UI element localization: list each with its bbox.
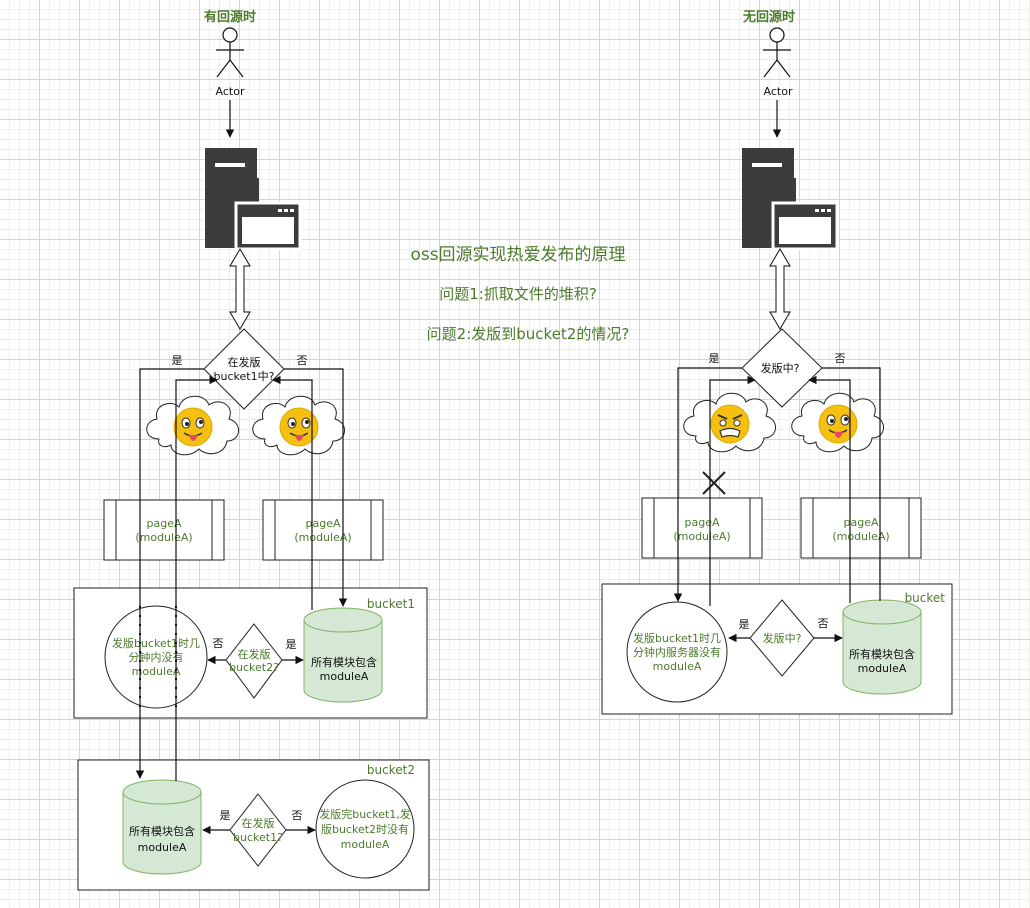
right-bucket-yes-label: 是	[739, 618, 750, 631]
left-page-box-2-line2: (moduleA)	[294, 531, 351, 544]
left-bucket2-decision-line1: 在发版	[242, 816, 275, 830]
right-top-decision-label: 发版中?	[761, 361, 800, 375]
left-bucket2-cylinder: 所有模块包含 moduleA	[122, 779, 202, 875]
left-bucket2-decision	[229, 793, 287, 867]
left-no-label: 否	[297, 354, 308, 367]
right-page-box-2-line2: (moduleA)	[832, 530, 889, 543]
left-actor-label: Actor	[216, 85, 245, 98]
left-bucket1-circle-line2: 分钟内没有	[129, 650, 184, 664]
actor-icon	[762, 27, 792, 78]
question-1: 问题1:抓取文件的堆积?	[439, 285, 597, 303]
right-page-box-2: pageA (moduleA)	[800, 497, 922, 559]
right-bucket-cylinder-line2: moduleA	[858, 662, 907, 675]
left-yes-flow	[135, 368, 204, 779]
left-page-box-1-line2: (moduleA)	[135, 531, 192, 544]
right-bucket-decision-label: 发版中?	[763, 631, 802, 645]
right-page-box-2-line1: pageA	[844, 516, 879, 529]
left-bucket1-circle	[104, 605, 208, 709]
left-diagram: 有回源时 Actor 在发版 bucket1中? 是 否 pageA (modu…	[73, 9, 430, 891]
left-page-box-1: pageA (moduleA)	[103, 499, 225, 561]
right-no-label: 否	[835, 352, 846, 365]
right-bucket-circle	[626, 601, 728, 703]
left-bucket2-label: bucket2	[367, 763, 415, 777]
cross-icon	[702, 471, 726, 495]
right-bucket-label: bucket	[905, 591, 946, 605]
server-window-icon	[203, 146, 302, 251]
question-2: 问题2:发版到bucket2的情况?	[427, 325, 630, 343]
right-bucket-cylinder: 所有模块包含 moduleA	[842, 599, 922, 695]
left-bucket2-circle-line2: 版bucket2时没有	[321, 822, 409, 836]
left-bucket2-decision-line2: bucket1?	[233, 831, 283, 844]
cloud-emoji-icon	[252, 395, 346, 456]
left-page-box-2: pageA (moduleA)	[262, 499, 384, 561]
left-bucket1-cylinder-line1: 所有模块包含	[311, 655, 377, 669]
left-bucket1-no-label: 否	[213, 637, 224, 650]
left-heading: 有回源时	[204, 9, 256, 25]
left-bucket2-yes-label: 是	[220, 809, 231, 822]
left-bucket1-decision	[225, 623, 283, 699]
left-bucket1-cylinder: 所有模块包含 moduleA	[303, 607, 383, 703]
left-top-decision-line2: bucket1中?	[214, 370, 275, 383]
left-bucket2-cylinder-line2: moduleA	[138, 841, 187, 854]
left-bucket1-yes-label: 是	[286, 638, 297, 651]
left-bucket2-cylinder-line1: 所有模块包含	[129, 824, 195, 838]
right-double-arrow	[769, 248, 791, 330]
cloud-emoji-icon	[683, 392, 777, 453]
right-heading: 无回源时	[742, 9, 795, 25]
right-no-return-flow	[808, 375, 851, 603]
server-window-icon	[740, 146, 839, 251]
actor-icon	[215, 27, 245, 78]
right-diagram: 无回源时 Actor 发版中? 是 否 pageA (moduleA)	[601, 9, 953, 715]
cloud-emoji-icon	[146, 395, 240, 456]
left-bucket1-decision-line2: bucket2?	[229, 661, 279, 674]
left-bucket1-circle-line1: 发版bucket1时几	[112, 636, 200, 650]
left-double-arrow	[229, 248, 251, 330]
left-bucket1-circle-line3: moduleA	[132, 665, 181, 678]
cloud-emoji-icon	[791, 392, 885, 453]
right-yes-flow	[673, 367, 742, 602]
right-bucket-circle-line3: moduleA	[653, 660, 702, 673]
right-top-decision	[741, 328, 823, 408]
right-page-box-1-line1: pageA	[685, 516, 720, 529]
left-no-return-flow	[272, 375, 313, 610]
right-bucket-circle-line1: 发版bucket1时几	[633, 631, 721, 645]
diagram-title: oss回源实现热爱发布的原理	[410, 245, 625, 265]
right-page-box-1-line2: (moduleA)	[673, 530, 730, 543]
left-top-decision-line1: 在发版	[228, 355, 261, 369]
right-no-flow	[822, 367, 881, 601]
left-page-box-1-line1: pageA	[147, 517, 182, 530]
left-return-flow	[175, 375, 218, 781]
left-top-decision	[203, 328, 285, 410]
right-bucket-decision	[749, 599, 815, 677]
left-no-flow	[284, 368, 348, 607]
left-bucket2-circle	[315, 779, 415, 879]
right-page-box-1: pageA (moduleA)	[641, 497, 763, 559]
left-bucket1-decision-line1: 在发版	[238, 647, 271, 661]
right-bucket-circle-line2: 分钟内服务器没有	[633, 645, 721, 659]
right-yes-label: 是	[709, 352, 720, 365]
right-actor-label: Actor	[764, 85, 793, 98]
right-bucket-cylinder-line1: 所有模块包含	[849, 647, 915, 661]
right-return-flow	[709, 375, 756, 606]
left-yes-label: 是	[172, 354, 183, 367]
left-bucket2-no-label: 否	[292, 809, 303, 822]
right-bucket-no-label: 否	[818, 617, 829, 630]
left-page-box-2-line1: pageA	[306, 517, 341, 530]
left-bucket1-label: bucket1	[367, 597, 415, 611]
left-bucket1-cylinder-line2: moduleA	[320, 670, 369, 683]
left-bucket2-circle-line3: moduleA	[341, 838, 390, 851]
left-bucket2-circle-line1: 发版完bucket1,发	[319, 807, 411, 821]
